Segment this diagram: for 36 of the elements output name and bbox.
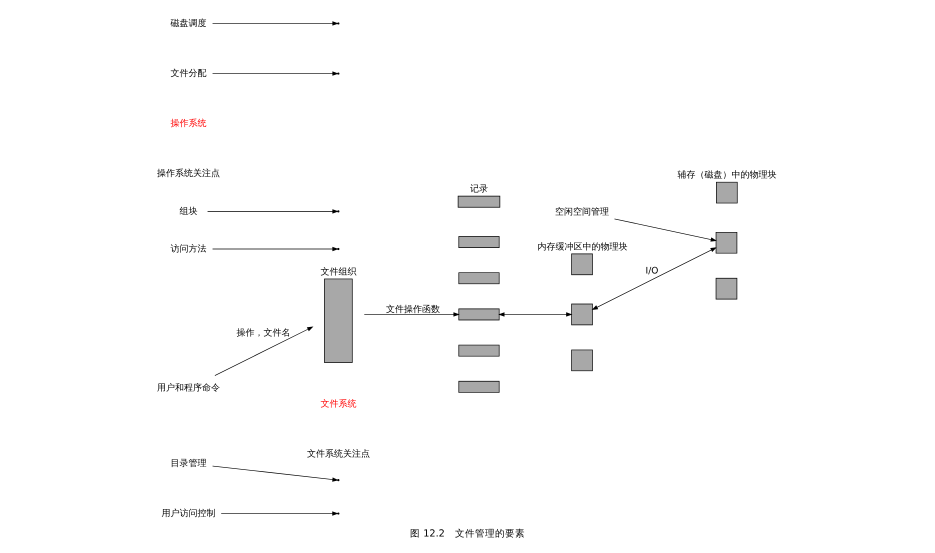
node-box bbox=[458, 236, 500, 248]
node-box bbox=[571, 350, 593, 372]
node-box bbox=[571, 304, 593, 326]
caption: 图 12.2 文件管理的要素 bbox=[410, 528, 525, 540]
label: 操作系统 bbox=[170, 119, 207, 130]
arrow bbox=[364, 312, 460, 317]
node-box bbox=[458, 380, 500, 393]
node-label: 记录 bbox=[470, 184, 488, 194]
label: 文件系统关注点 bbox=[306, 450, 370, 460]
node-label: 文件组织 bbox=[320, 267, 356, 278]
node-text: 用户和程序命令 bbox=[157, 384, 220, 394]
edge-label: 文件操作函数 bbox=[386, 304, 440, 315]
node-text: 组块 bbox=[180, 206, 198, 217]
label: 文件系统 bbox=[320, 400, 356, 410]
node-text: 磁盘调度 bbox=[170, 18, 207, 29]
node-text: 用户访问控制 bbox=[162, 508, 216, 519]
arrow bbox=[614, 218, 717, 242]
node-box bbox=[458, 272, 500, 284]
node-box bbox=[716, 232, 738, 254]
node-text: 文件分配 bbox=[170, 68, 207, 79]
node-text: 目录管理 bbox=[170, 458, 207, 469]
arrow bbox=[592, 247, 717, 310]
label: 操作系统关注点 bbox=[157, 169, 220, 180]
node-label: 内存缓冲区中的物理块 bbox=[537, 242, 628, 252]
node-label: 辅存（磁盘）中的物理块 bbox=[678, 170, 777, 181]
arrow bbox=[207, 209, 339, 214]
arrow bbox=[220, 511, 338, 516]
node-box bbox=[458, 344, 500, 357]
node-text: 访问方法 bbox=[170, 244, 207, 254]
node-text: 空闲空间管理 bbox=[555, 207, 610, 218]
arrow bbox=[498, 312, 572, 317]
node-box bbox=[458, 308, 500, 320]
arrow bbox=[214, 326, 314, 376]
node-box bbox=[716, 278, 738, 300]
edge-label: I/O bbox=[646, 266, 658, 277]
edge-label: 操作，文件名 bbox=[236, 328, 291, 339]
